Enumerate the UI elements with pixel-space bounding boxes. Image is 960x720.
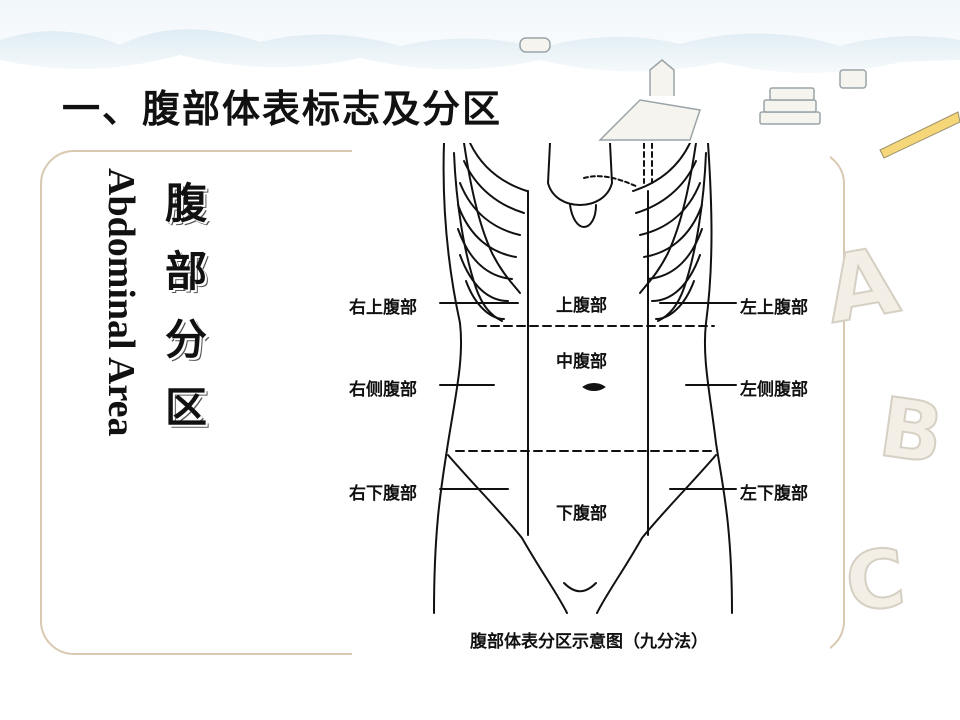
letter-c-decoration: C — [840, 530, 910, 631]
region-right-lateral: 右侧腹部 — [349, 380, 417, 400]
region-left-upper: 左上腹部 — [740, 298, 808, 318]
books-sketch-decoration — [519, 37, 867, 141]
sky-clouds-decoration — [0, 0, 960, 159]
pencil-decoration — [879, 111, 960, 159]
vertical-char-3: 分 — [164, 315, 207, 364]
vertical-char-4: 区 — [164, 383, 207, 432]
page-title: 一、腹部体表标志及分区 — [62, 87, 503, 131]
abdominal-area-label: Abdominal Area — [95, 168, 151, 488]
abdomen-diagram: 右上腹部 上腹部 左上腹部 右侧腹部 中腹部 左侧腹部 右下腹部 下腹部 左下腹… — [349, 143, 830, 663]
region-epigastric: 上腹部 — [556, 296, 607, 316]
abdominal-area-text: Abdominal Area — [100, 168, 142, 437]
region-right-lower: 右下腹部 — [349, 484, 417, 504]
region-left-lateral: 左侧腹部 — [740, 380, 808, 400]
navel-mark — [582, 383, 606, 391]
vertical-char-2: 部 — [164, 247, 207, 296]
region-left-lower: 左下腹部 — [740, 484, 808, 504]
abdominal-division-label: 腹 部 分 区 — [152, 170, 220, 442]
region-hypogastric: 下腹部 — [556, 504, 607, 524]
vertical-char-1: 腹 — [164, 179, 207, 228]
letter-b-decoration: B — [873, 379, 950, 484]
region-umbilical: 中腹部 — [556, 352, 607, 372]
figure-caption: 腹部体表分区示意图（九分法） — [470, 632, 708, 652]
abdomen-outline-drawing — [433, 143, 737, 614]
region-right-upper: 右上腹部 — [349, 298, 417, 318]
